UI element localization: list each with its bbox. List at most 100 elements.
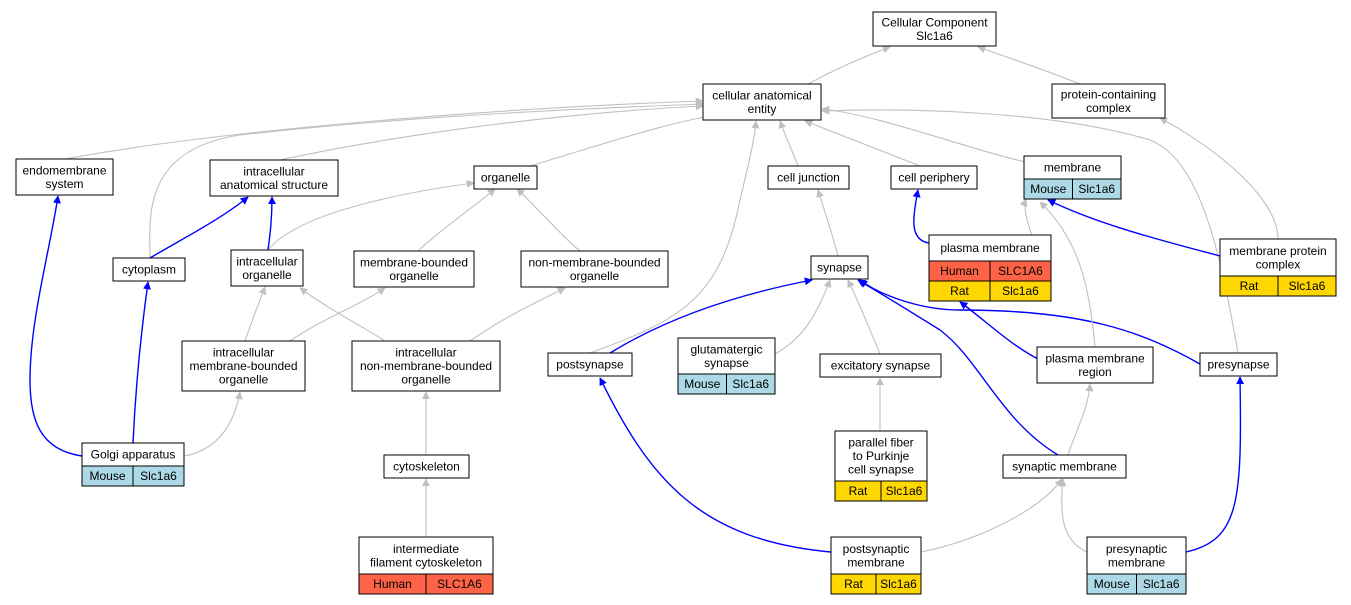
gene-label: Slc1a6 [140,469,177,483]
node-inmbo[interactable]: intracellularnon-membrane-boundedorganel… [351,340,501,392]
node-org[interactable]: organelle [473,165,538,190]
node-label-line: filament cytoskeleton [370,555,482,569]
gene-cell [1072,178,1122,200]
edge-is-a-imbo-to-io [244,286,267,342]
edge-is-a-inmbo-to-io [299,287,386,342]
node-label-line: organelle [242,268,292,282]
node-label-line: cell synapse [848,463,914,477]
node-label-line: Slc1a6 [916,29,953,43]
node-label-line: parallel fiber [848,436,913,450]
node-label-line: membrane-bounded [360,255,468,269]
node-label-line: organelle [389,269,439,283]
edge-part-of-io-to-ias [267,196,276,251]
node-box [383,454,470,479]
node-label-line: protein-containing [1061,87,1156,101]
node-label-line: membrane-bounded [189,359,297,373]
node-box [702,83,822,121]
node-box [547,352,633,377]
gene-label: SLC1A6 [437,577,482,591]
node-label-line: cell junction [777,171,840,185]
edge-is-a-cae-to-cc [807,45,891,85]
edge-is-a-pmr-to-mem [1039,201,1096,348]
edge-part-of-golgi-to-cyto [132,281,151,444]
gene-label: Slc1a6 [1289,279,1326,293]
species-label: Rat [844,577,863,591]
edge-is-a-esyn-to-syn [847,279,881,355]
node-postsyn[interactable]: postsynapse [547,352,633,377]
gene-label: Slc1a6 [1002,284,1039,298]
edge-is-a-golgi-to-imbo [183,391,243,457]
edge-is-a-prsm-to-synmem [1058,478,1088,553]
node-box [1199,352,1278,377]
edge-is-a-psm-to-synmem [920,478,1063,553]
node-syn[interactable]: synapse [810,255,869,280]
gene-label: Slc1a6 [732,377,769,391]
node-box [810,255,869,280]
edge-part-of-mpc-to-mem [1047,199,1221,257]
edge-part-of-postsyn-to-syn [609,277,813,354]
edge-is-a-ias-to-cae [279,102,704,161]
node-cj[interactable]: cell junction [767,165,850,190]
node-synmem[interactable]: synaptic membrane [1002,454,1127,479]
gene-cell [1136,573,1187,595]
species-label: Mouse [684,377,720,391]
edge-is-a-ems-to-cae [64,97,704,160]
edge-part-of-pm-to-cp [912,189,930,244]
node-cytosk[interactable]: cytoskeleton [383,454,470,479]
node-box [351,340,501,392]
gene-cell [726,373,776,395]
node-box [520,250,669,288]
node-label-line: intracellular [395,346,456,360]
node-label-line: anatomical structure [220,178,328,192]
node-label-line: system [45,177,83,191]
node-label-line: cytoskeleton [393,460,460,474]
node-label-line: plasma membrane [940,241,1040,255]
node-esyn[interactable]: excitatory synapse [819,353,942,378]
node-label-line: intracellular [213,346,274,360]
node-box [353,250,475,288]
node-presyn[interactable]: presynapse [1199,352,1278,377]
edge-part-of-golgi-to-ems [29,195,83,457]
edge-is-a-mem-to-cae [821,105,1031,164]
species-label: Mouse [89,469,125,483]
node-label-line: cell periphery [898,171,969,185]
edge-is-a-postsyn-to-cae [589,120,760,354]
node-label-line: cellular anatomical [712,88,811,102]
gene-cell [989,280,1052,302]
species-label: Mouse [1094,577,1130,591]
gene-cell [425,573,494,595]
edge-part-of-presyn-to-syn [859,279,1201,365]
species-label: Rat [849,484,868,498]
node-label-line: presynapse [1207,358,1269,372]
node-label-line: synapse [704,356,749,370]
node-label-line: region [1078,365,1111,379]
node-label-line: to Purkinje [853,449,910,463]
node-label-line: synaptic membrane [1012,460,1117,474]
edges-layer [29,45,1279,553]
species-label: Human [940,264,979,278]
node-cp[interactable]: cell periphery [890,165,978,190]
node-cyto[interactable]: cytoplasm [112,257,186,282]
edge-is-a-mpc-to-pcc [1159,117,1279,240]
edge-part-of-cyto-to-ias [149,196,249,259]
